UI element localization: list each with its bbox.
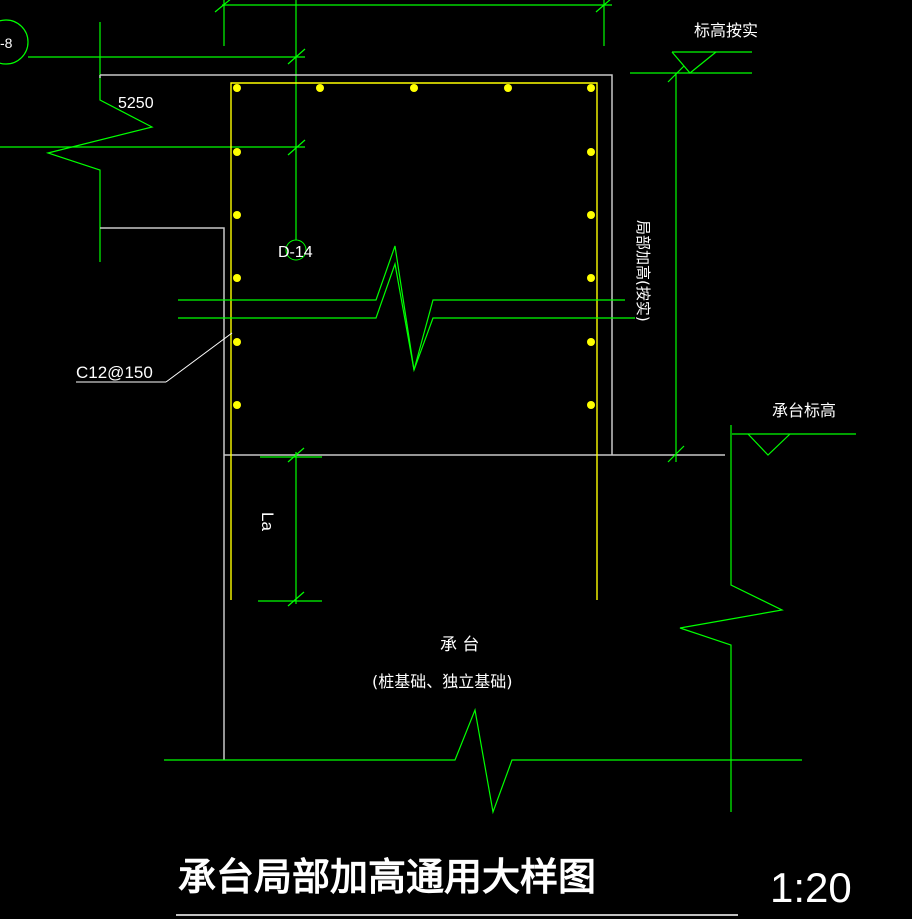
rebar-dot bbox=[233, 401, 241, 409]
right-break-line bbox=[679, 425, 784, 812]
rebar-dot bbox=[587, 211, 595, 219]
local-height-dimension bbox=[667, 65, 685, 463]
anchor-length-label: La bbox=[258, 512, 277, 531]
rebar-spec-leader bbox=[76, 332, 233, 383]
left-break-line bbox=[0, 22, 306, 262]
rebar-dot bbox=[233, 84, 241, 92]
rebar-dot bbox=[587, 401, 595, 409]
rebar-spec-label: C12@150 bbox=[76, 363, 153, 382]
rebar-dot bbox=[587, 274, 595, 282]
anchor-length-dimension bbox=[258, 447, 322, 607]
elevation-top-label: 标高按实 bbox=[694, 21, 758, 40]
rebar-dot bbox=[587, 84, 595, 92]
rebar-dot bbox=[410, 84, 418, 92]
rebar-dot bbox=[233, 211, 241, 219]
bottom-break-line bbox=[164, 707, 802, 815]
middle-break-line bbox=[178, 245, 635, 373]
axis-bubble-label: -8 bbox=[0, 35, 13, 51]
local-height-label: 局部加高(按实) bbox=[634, 220, 652, 322]
drawing-scale: 1:20 bbox=[770, 864, 852, 911]
rebar-dot bbox=[587, 338, 595, 346]
top-dimension bbox=[214, 0, 612, 46]
detail-bubble bbox=[285, 239, 307, 261]
drawing-title: 承台局部加高通用大样图 bbox=[178, 855, 596, 899]
rebar-dot bbox=[587, 148, 595, 156]
cap-elevation-label: 承台标高 bbox=[772, 401, 836, 420]
rebar-dot bbox=[504, 84, 512, 92]
triangle-elevation-icon bbox=[630, 51, 752, 74]
triangle-elevation-icon bbox=[732, 433, 856, 456]
cap-note-label: (桩基础、独立基础) bbox=[372, 672, 513, 691]
cap-name-label: 承 台 bbox=[440, 635, 479, 655]
rebar-dots bbox=[233, 84, 595, 409]
axis-circle-icon: -8 bbox=[0, 19, 29, 65]
rebar-dot bbox=[233, 274, 241, 282]
rebar-dot bbox=[233, 338, 241, 346]
detail-ref-label: D-14 bbox=[278, 244, 313, 261]
rebar-outline bbox=[230, 82, 598, 600]
dimension-label: 5250 bbox=[118, 95, 154, 112]
rebar-dot bbox=[233, 148, 241, 156]
rebar-dot bbox=[316, 84, 324, 92]
structure-outline bbox=[99, 74, 725, 760]
